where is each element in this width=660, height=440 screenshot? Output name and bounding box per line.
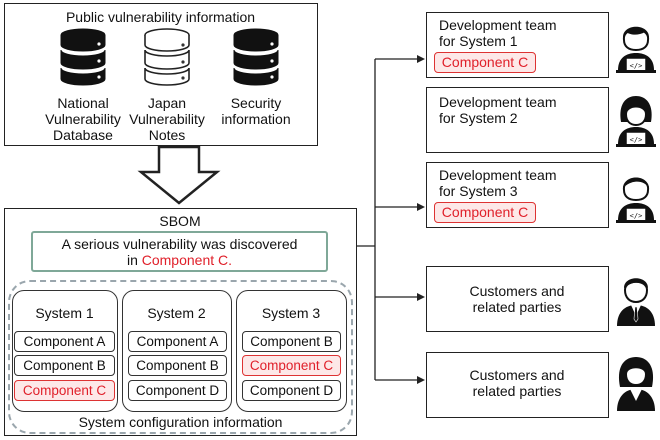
component-chip-vulnerable: Component C	[434, 202, 536, 223]
component-chip: Component B	[14, 355, 115, 376]
component-chip: Component A	[14, 331, 115, 352]
recipient-dev-team-2: Development team for System 2	[426, 87, 609, 153]
svg-text:</>: </>	[630, 136, 643, 144]
alert-component: Component C.	[141, 252, 233, 268]
developer-icon: </>	[616, 26, 656, 73]
recipient-customers-2: Customers and related parties	[426, 352, 609, 418]
recipient-customers-1: Customers and related parties	[426, 266, 609, 332]
component-chip-vulnerable: Component C	[242, 355, 341, 376]
recipient-dev-team-1: Development team for System 1 Component …	[426, 12, 609, 78]
component-chip: Component B	[128, 355, 227, 376]
component-chip-vulnerable: Component C	[434, 52, 536, 73]
system-2: System 2 Component A Component B Compone…	[122, 290, 232, 412]
vulnerability-alert: A serious vulnerability was discovered i…	[31, 231, 328, 272]
source-label-security: Security information	[221, 95, 291, 127]
businesswoman-icon	[617, 357, 655, 411]
system-config-label: System configuration information	[78, 414, 283, 430]
svg-text:</>: </>	[630, 62, 643, 70]
source-label-jvn: Japan Vulnerability Notes	[129, 95, 205, 143]
svg-text:</>: </>	[630, 212, 643, 220]
branch-arrows	[375, 55, 425, 384]
alert-line-2: in Component C.	[126, 252, 233, 268]
developer-icon: </>	[616, 96, 656, 147]
public-info-title: Public vulnerability information	[65, 9, 256, 25]
developer-icon: </>	[616, 177, 656, 223]
sbom-title: SBOM	[159, 213, 201, 229]
database-icon	[60, 28, 106, 86]
component-chip: Component D	[242, 380, 341, 401]
system-title: System 3	[261, 305, 321, 321]
system-3: System 3 Component B Component C Compone…	[236, 290, 347, 412]
database-icon	[233, 28, 279, 86]
system-title: System 1	[35, 305, 94, 321]
component-chip: Component A	[128, 331, 227, 352]
system-config-container	[8, 280, 353, 434]
alert-line-1: A serious vulnerability was discovered	[61, 236, 298, 252]
component-chip: Component B	[242, 331, 341, 352]
component-chip: Component D	[128, 380, 227, 401]
flow-arrow	[137, 145, 221, 205]
recipient-dev-team-3: Development team for System 3 Component …	[426, 162, 609, 228]
source-label-nvd: National Vulnerability Database	[45, 95, 121, 143]
system-title: System 2	[147, 305, 206, 321]
system-1: System 1 Component A Component B Compone…	[12, 290, 118, 412]
database-icon	[144, 28, 190, 86]
businessman-icon	[617, 278, 655, 326]
component-chip-vulnerable: Component C	[14, 380, 115, 401]
